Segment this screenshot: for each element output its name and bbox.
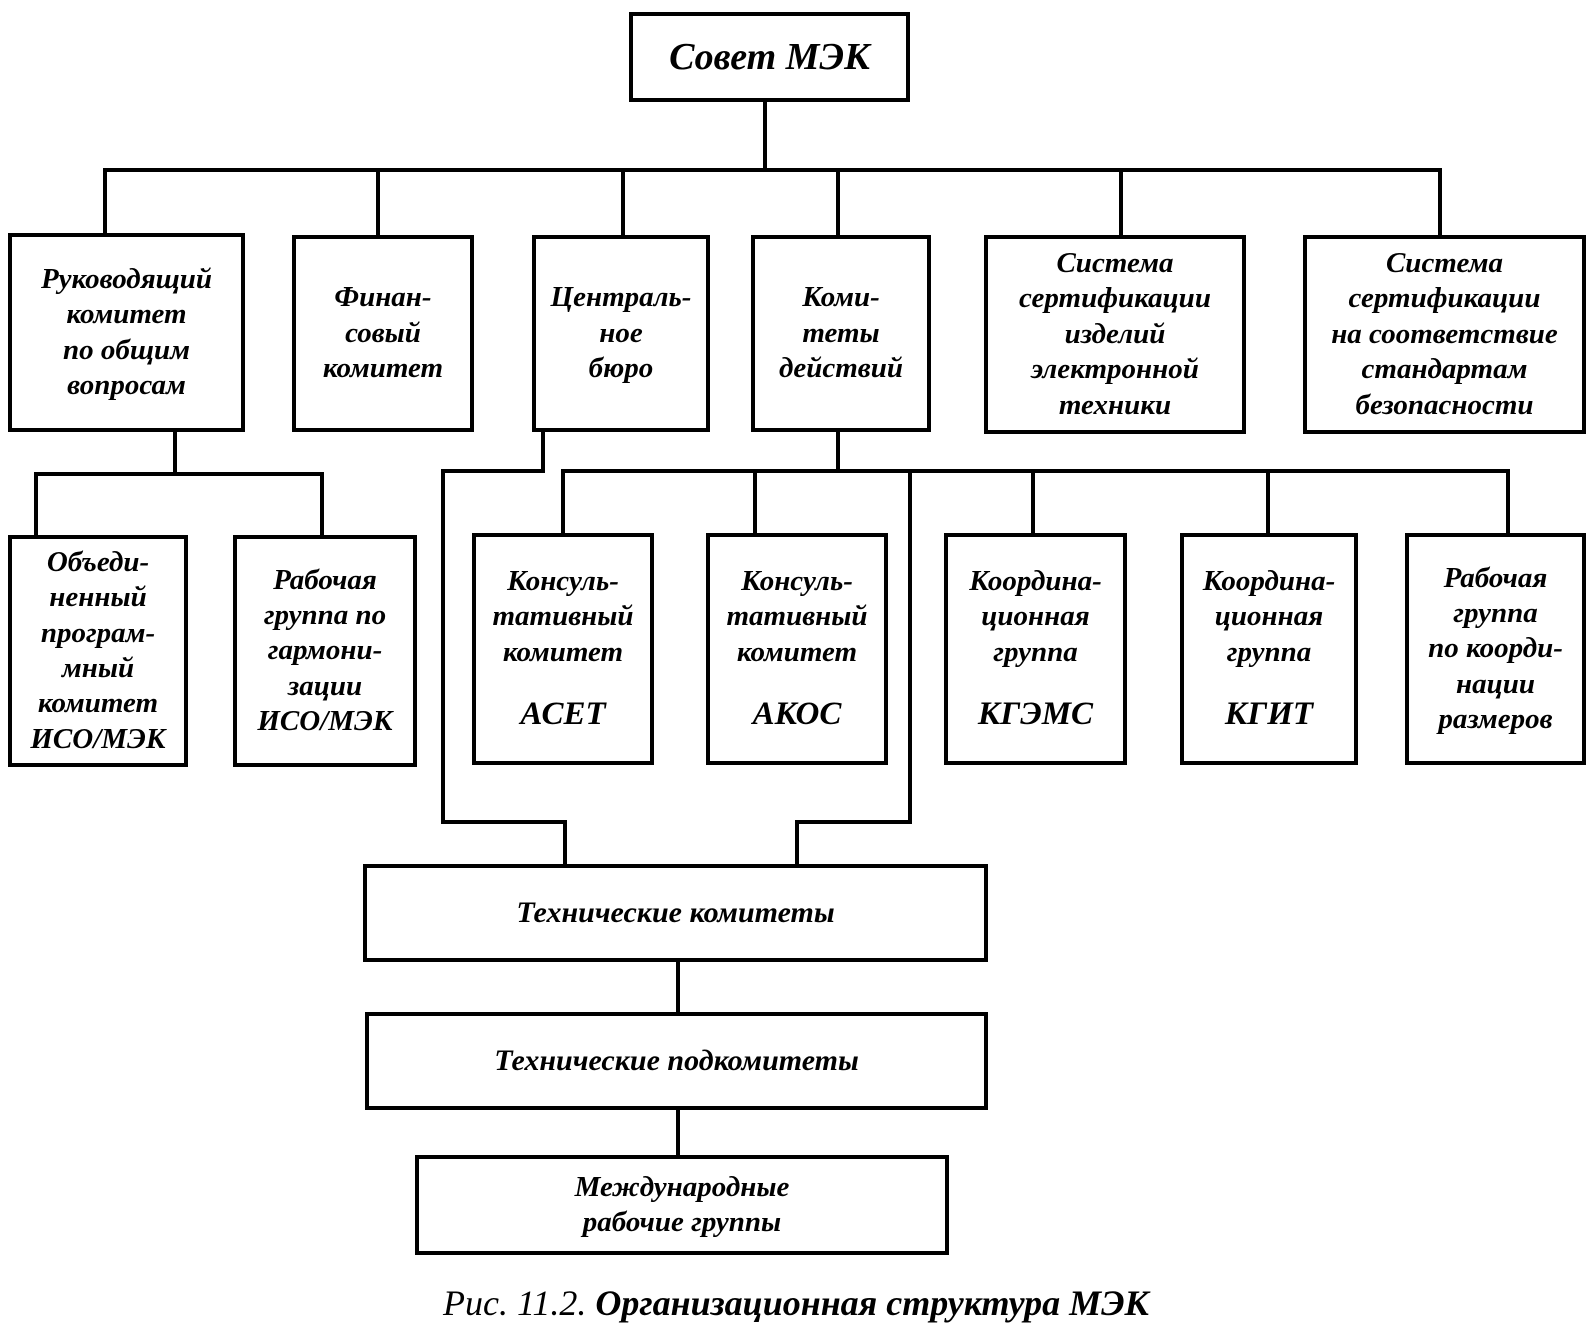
cert-electronic-box: Система сертификации изделий электронной… (984, 235, 1246, 434)
action-committees-label: Коми- теты действий (778, 281, 904, 385)
harmonization-group-label: Рабочая группа по гармони- зации ИСО/МЭК (257, 563, 393, 738)
council-label: Совет МЭК (669, 35, 870, 78)
figure-caption: Рис. 11.2. Организационная структура МЭК (0, 1282, 1592, 1324)
cert-safety-label: Система сертификации на соответствие ста… (1331, 247, 1558, 421)
finance-committee-label: Финан- совый комитет (322, 281, 444, 385)
international-working-groups-label: Международные рабочие группы (574, 1170, 790, 1238)
steering-committee-box: Руководящий комитет по общим вопросам (8, 233, 245, 432)
akos-code: АКОС (752, 695, 842, 732)
kgems-group-box: Координа- ционная группа КГЭМС (944, 533, 1127, 765)
technical-subcommittees-box: Технические подкомитеты (365, 1012, 988, 1110)
technical-subcommittees-label: Технические подкомитеты (494, 1043, 859, 1077)
akos-committee-box: Консуль- тативный комитет АКОС (706, 533, 888, 765)
central-bureau-box: Централь- ное бюро (532, 235, 710, 432)
council-box: Совет МЭК (629, 12, 910, 102)
cert-electronic-label: Система сертификации изделий электронной… (1019, 247, 1211, 421)
technical-committees-label: Технические комитеты (516, 895, 835, 929)
aset-code: АСЕТ (520, 695, 606, 732)
joint-program-committee-label: Объеди- ненный програм- мный комитет ИСО… (30, 545, 166, 755)
kgit-group-box: Координа- ционная группа КГИТ (1180, 533, 1358, 765)
aset-committee-label: Консуль- тативный комитет (492, 564, 634, 668)
technical-committees-box: Технические комитеты (363, 864, 988, 962)
aset-committee-box: Консуль- тативный комитет АСЕТ (472, 533, 654, 765)
dimensions-group-box: Рабочая группа по коорди- нации размеров (1405, 533, 1586, 765)
kgit-code: КГИТ (1224, 695, 1314, 732)
cert-safety-box: Система сертификации на соответствие ста… (1303, 235, 1586, 434)
caption-title: Организационная структура МЭК (595, 1283, 1149, 1323)
joint-program-committee-box: Объеди- ненный програм- мный комитет ИСО… (8, 535, 188, 767)
dimensions-group-label: Рабочая группа по коорди- нации размеров (1428, 561, 1563, 736)
akos-committee-label: Консуль- тативный комитет (726, 564, 868, 668)
kgems-code: КГЭМС (977, 695, 1094, 732)
caption-prefix: Рис. 11.2. (443, 1283, 587, 1323)
harmonization-group-box: Рабочая группа по гармони- зации ИСО/МЭК (233, 535, 417, 767)
steering-committee-label: Руководящий комитет по общим вопросам (40, 262, 213, 401)
central-bureau-label: Централь- ное бюро (550, 281, 692, 385)
international-working-groups-box: Международные рабочие группы (415, 1155, 949, 1255)
kgit-group-label: Координа- ционная группа (1202, 564, 1336, 668)
finance-committee-box: Финан- совый комитет (292, 235, 474, 432)
kgems-group-label: Координа- ционная группа (969, 564, 1102, 668)
action-committees-box: Коми- теты действий (751, 235, 931, 432)
